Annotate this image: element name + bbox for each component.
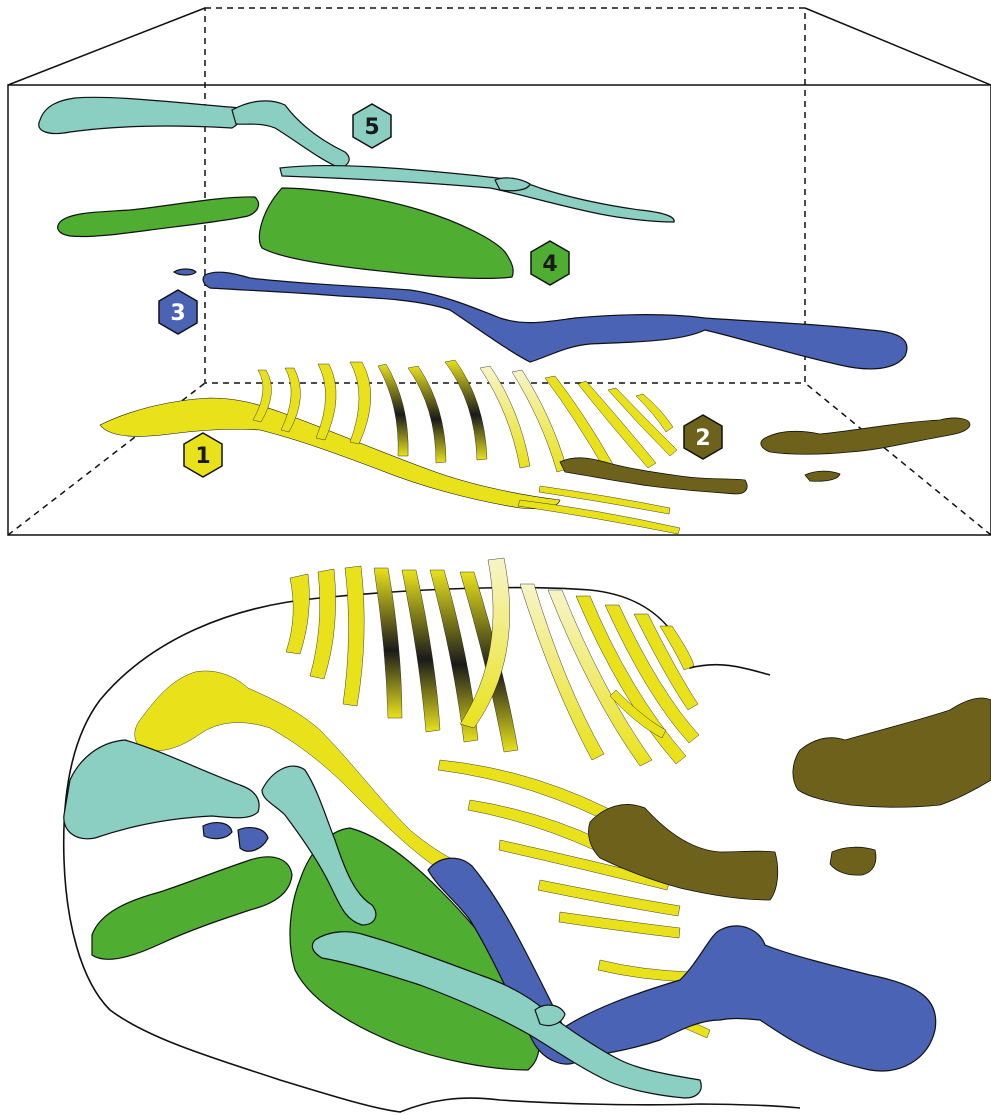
box-edge [805,8,991,85]
pelvis-chain-4 [58,197,259,237]
bone-group-3 [174,269,907,369]
blue-fragment-3 [174,269,196,275]
label-3-text: 3 [170,301,185,326]
rib [559,912,680,938]
box-front-face [8,85,991,535]
box-edge [805,383,991,535]
patella-2 [805,471,840,481]
rib [402,570,440,732]
femur-2 [761,418,970,454]
blue-fragment-assembled-a [203,823,232,839]
rib [378,364,408,456]
rib [286,574,309,654]
label-3: 3 [159,290,197,334]
sacrum-assembled [588,804,777,900]
scapula-assembled [64,740,259,839]
femur-assembled [793,698,991,807]
bone-group-4 [58,188,513,278]
forearm-assembled [559,926,936,1071]
rib [343,566,364,706]
label-4: 4 [531,241,569,285]
scapula-5 [39,97,241,133]
label-1-text: 1 [195,444,210,469]
label-4-text: 4 [542,252,557,277]
label-5-text: 5 [364,115,379,140]
blue-fragment-assembled-b [238,828,268,852]
patella-assembled [830,847,876,875]
label-1: 1 [184,433,222,477]
rib [408,366,446,463]
wrist-5 [495,178,530,191]
pelvis-chain-assembled [92,857,292,959]
forelimb-3 [203,272,907,369]
rib [598,960,690,982]
label-5: 5 [353,104,391,148]
rib [374,568,402,718]
box-edge [8,8,205,85]
humerus-5 [232,101,349,168]
rib [445,360,487,460]
rib [310,569,336,679]
label-2: 2 [684,415,722,459]
ilium-4 [259,188,513,278]
rib [350,362,371,444]
label-2-text: 2 [695,426,710,451]
